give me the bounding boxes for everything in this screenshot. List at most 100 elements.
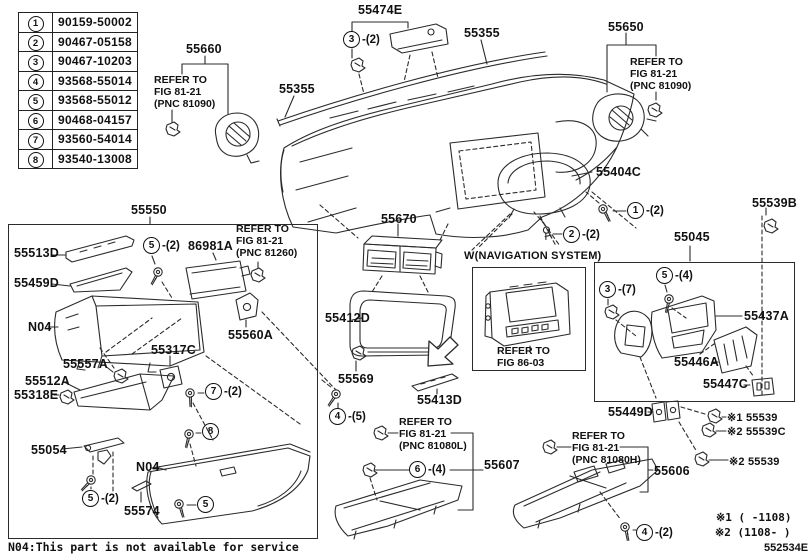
glovebox-assembly-artwork bbox=[47, 216, 337, 525]
part-label-55355: 55355 bbox=[279, 82, 315, 96]
row-circled-number: 2 bbox=[27, 35, 44, 51]
part-label-55447c: 55447C bbox=[703, 377, 748, 391]
refer-note-81080h: REFER TO FIG 81-21 (PNC 81080H) bbox=[572, 430, 641, 466]
callout-4: 4-(2) bbox=[636, 524, 673, 541]
part-label-55539-star1: ※1 55539 bbox=[727, 412, 778, 424]
part-label-55539-star2: ※2 55539 bbox=[729, 456, 780, 468]
callout-circle: 1 bbox=[627, 202, 644, 219]
refer-line: REFER TO bbox=[630, 56, 683, 68]
row-circled-number: 3 bbox=[27, 54, 44, 71]
callout-4: 4-(5) bbox=[329, 408, 366, 425]
part-label-55606: 55606 bbox=[654, 464, 690, 478]
callout-qty: -(2) bbox=[582, 228, 600, 241]
refer-note-81090-right: REFER TO FIG 81-21 (PNC 81090) bbox=[630, 56, 691, 92]
part-label-86981a: 86981A bbox=[188, 239, 233, 253]
navigation-unit bbox=[484, 281, 571, 352]
part-label-55660: 55660 bbox=[186, 42, 222, 56]
screw-icon bbox=[585, 191, 627, 223]
finish-panel-box bbox=[594, 262, 795, 402]
refer-line: FIG 86-03 bbox=[497, 357, 545, 369]
callout-circle: 3 bbox=[599, 281, 616, 298]
refer-line: (PNC 81090) bbox=[630, 80, 692, 92]
callout-circle: 7 bbox=[205, 383, 222, 400]
callout-circle: 5 bbox=[197, 496, 214, 513]
windshield-trim-strip bbox=[276, 39, 548, 127]
refer-line: REFER TO bbox=[399, 416, 452, 428]
screw-icon bbox=[615, 520, 637, 542]
center-vent-55670 bbox=[362, 223, 443, 293]
part-label-55355: 55355 bbox=[464, 26, 500, 40]
part-label-55539b: 55539B bbox=[752, 196, 797, 210]
row-circled-number: 5 bbox=[27, 93, 44, 110]
screw-icon bbox=[321, 379, 343, 409]
cluster-hood-55404c bbox=[477, 152, 593, 249]
refer-note-8603: REFER TO FIG 86-03 bbox=[497, 345, 550, 369]
finish-panel-assembly-55045 bbox=[604, 245, 775, 399]
row-part-number: 90467-10203 bbox=[52, 51, 138, 72]
callout-circle: 5 bbox=[656, 267, 673, 284]
callout-qty: -(4) bbox=[428, 463, 446, 476]
clip-55539b bbox=[761, 207, 779, 399]
callout-qty: -(2) bbox=[646, 204, 664, 217]
row-circled-number: 6 bbox=[27, 113, 44, 129]
part-label-55474e: 55474E bbox=[358, 3, 403, 17]
part-label-55670: 55670 bbox=[381, 212, 417, 226]
callout-qty: -(7) bbox=[618, 283, 636, 296]
figure-code: 552534E bbox=[764, 542, 809, 554]
part-label-55412d: 55412D bbox=[325, 311, 370, 325]
clip-55449d bbox=[647, 400, 706, 453]
part-label-55459d: 55459D bbox=[14, 276, 59, 290]
callout-circle: 4 bbox=[329, 408, 346, 425]
part-label-55569: 55569 bbox=[338, 372, 374, 386]
callout-7: 7-(2) bbox=[205, 383, 242, 400]
callout-qty: -(4) bbox=[675, 269, 693, 282]
part-label-55318e: 55318E bbox=[14, 388, 59, 402]
part-label-55317c: 55317C bbox=[151, 343, 196, 357]
row-part-number: 93540-13008 bbox=[52, 148, 138, 169]
side-vent-55650 bbox=[592, 32, 663, 142]
part-label-55446a: 55446A bbox=[674, 355, 719, 369]
callout-qty: -(2) bbox=[362, 33, 380, 46]
callout-1: 1-(2) bbox=[627, 202, 664, 219]
part-label-55404c: 55404C bbox=[596, 165, 641, 179]
callout-5: 5-(2) bbox=[143, 237, 180, 254]
refer-line: FIG 81-21 bbox=[572, 442, 620, 454]
table-row: 6 90468-04157 bbox=[18, 109, 138, 130]
lower-panel-55606 bbox=[512, 439, 659, 529]
callout-6: 6-(4) bbox=[409, 461, 446, 478]
row-part-number: 90468-04157 bbox=[52, 109, 138, 130]
callout-5: 5 bbox=[197, 496, 216, 513]
callout-2: 2-(2) bbox=[563, 226, 600, 243]
clips-55539 bbox=[694, 408, 729, 467]
row-part-number: 90159-50002 bbox=[52, 12, 138, 33]
refer-line: REFER TO bbox=[236, 223, 289, 235]
part-label-55449d: 55449D bbox=[608, 405, 653, 419]
navigation-box-title: W(NAVIGATION SYSTEM) bbox=[464, 250, 602, 262]
callout-circle: 4 bbox=[636, 524, 653, 541]
callout-3: 3-(2) bbox=[343, 31, 380, 48]
row-circled-number: 8 bbox=[27, 152, 44, 168]
refer-line: REFER TO bbox=[154, 74, 207, 86]
refer-line: (PNC 81090) bbox=[154, 98, 216, 110]
callout-qty: -(2) bbox=[101, 492, 119, 505]
top-garnish-55474e bbox=[350, 21, 449, 95]
center-panel-55412d bbox=[349, 290, 459, 367]
part-label-55560a: 55560A bbox=[228, 328, 273, 342]
refer-line: (PNC 81080L) bbox=[399, 440, 467, 452]
refer-note-81080l: REFER TO FIG 81-21 (PNC 81080L) bbox=[399, 416, 467, 452]
callout-circle: 2 bbox=[563, 226, 580, 243]
refer-line: FIG 81-21 bbox=[154, 86, 202, 98]
refer-line: REFER TO bbox=[572, 430, 625, 442]
callout-3: 3-(7) bbox=[599, 281, 636, 298]
row-circled-number: 4 bbox=[27, 74, 44, 90]
pointer-arrow bbox=[427, 336, 459, 367]
side-vent-55660 bbox=[165, 55, 260, 164]
refer-line: REFER TO bbox=[497, 345, 550, 357]
navigation-system-box bbox=[472, 267, 586, 371]
callout-qty: -(2) bbox=[162, 239, 180, 252]
part-label-n04: N04 bbox=[28, 320, 52, 334]
